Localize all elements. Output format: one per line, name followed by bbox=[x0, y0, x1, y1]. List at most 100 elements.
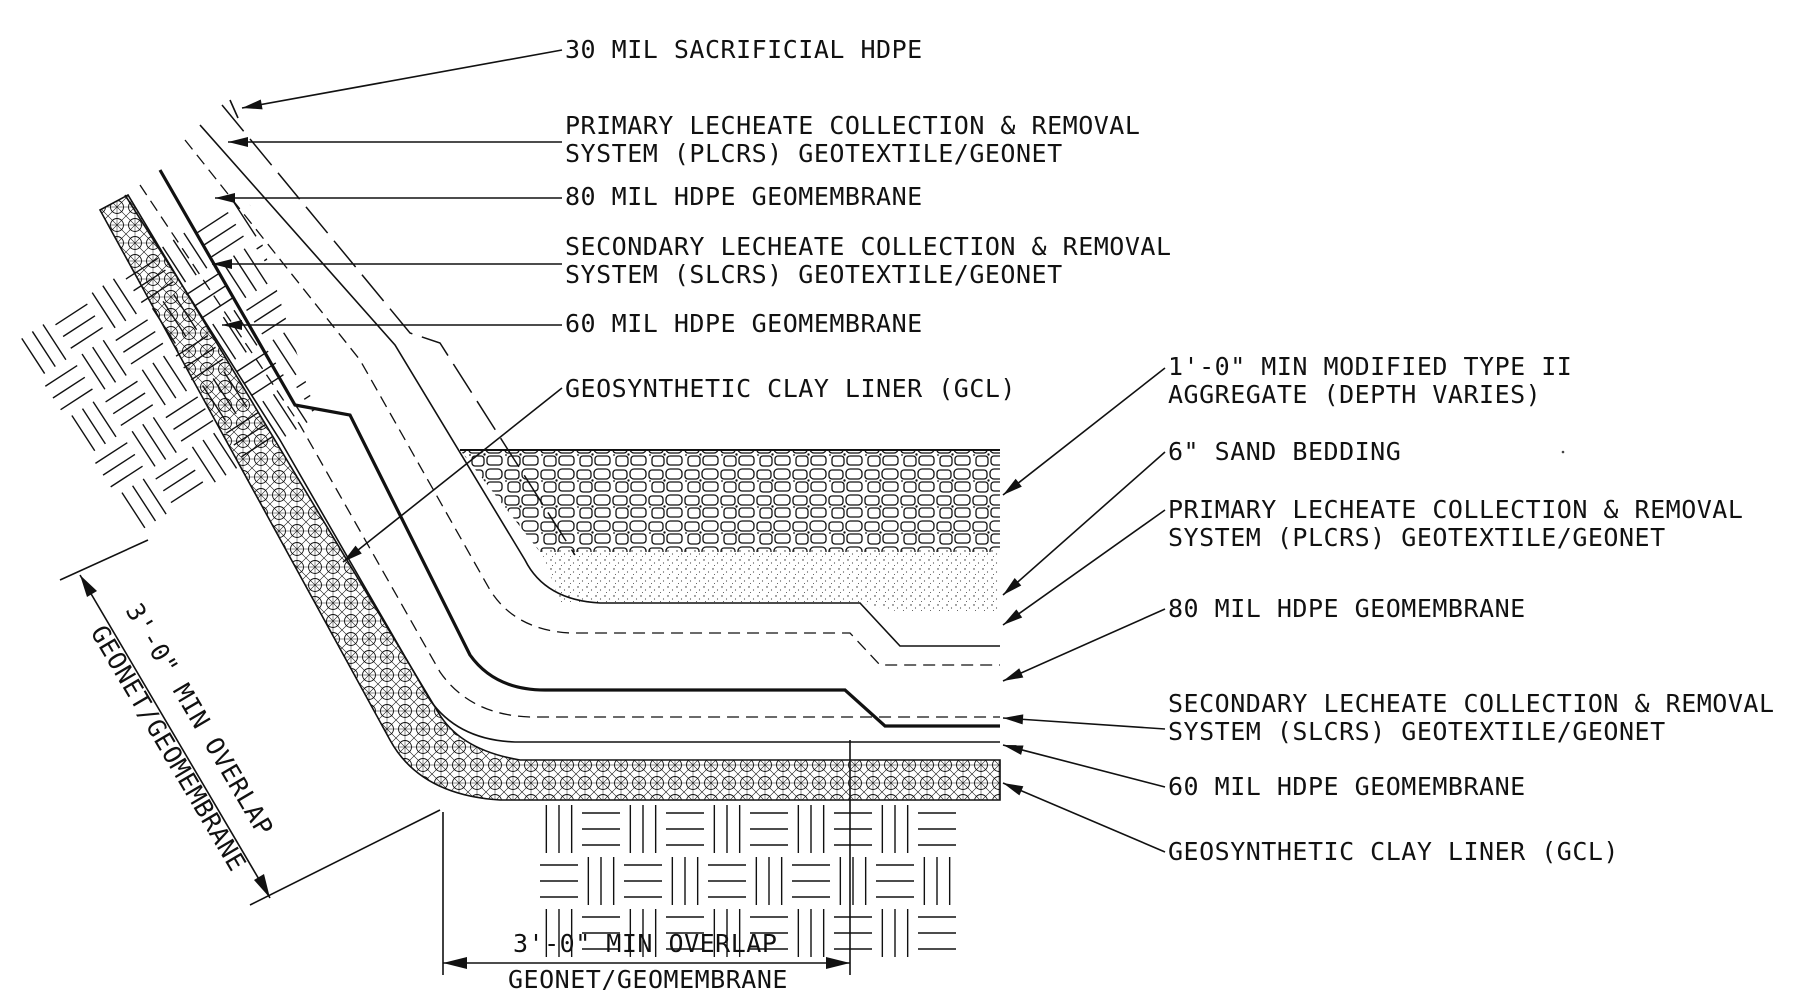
leader-floor-gcl-arrowhead bbox=[1003, 783, 1024, 796]
subgrade-block bbox=[332, 341, 379, 392]
primary-geonet-line bbox=[199, 124, 1000, 647]
gcl-layer bbox=[98, 193, 1001, 801]
leader-floor-80mil-arrowhead bbox=[1003, 668, 1024, 681]
leader-floor-80mil bbox=[1002, 608, 1166, 682]
subgrade-block bbox=[306, 304, 355, 351]
subgrade-block bbox=[292, 202, 339, 253]
subgrade-block bbox=[196, 211, 244, 258]
subgrade-block bbox=[540, 864, 578, 898]
slope-callout-80mil: 80 MIL HDPE GEOMEMBRANE bbox=[565, 182, 923, 211]
subgrade-block bbox=[162, 232, 208, 283]
slope-leaders bbox=[212, 49, 563, 563]
subgrade-block bbox=[881, 909, 909, 957]
subgrade-block bbox=[115, 319, 164, 365]
leader-floor-slcrs-arrowhead bbox=[1003, 714, 1024, 725]
primary-geotextile-dashed-line bbox=[184, 139, 1000, 666]
leader-floor-aggregate-arrowhead bbox=[1003, 478, 1022, 495]
subgrade-block bbox=[755, 857, 783, 905]
secondary-geonet-dashed-line bbox=[139, 184, 1000, 718]
subgrade-block bbox=[876, 864, 914, 898]
subgrade-block bbox=[272, 325, 318, 376]
floor-callout-slcrs: SECONDARY LECHEATE COLLECTION & REMOVAL … bbox=[1168, 689, 1790, 746]
subgrade-block bbox=[582, 812, 620, 846]
subgrade-block bbox=[624, 864, 662, 898]
subgrade-block bbox=[834, 916, 872, 950]
floor-overlap-line2: GEONET/GEOMEMBRANE bbox=[508, 965, 788, 990]
subgrade-block bbox=[582, 916, 620, 950]
slope-callout-labels: 30 MIL SACRIFICIAL HDPE PRIMARY LECHEATE… bbox=[565, 35, 1171, 403]
subgrade-block bbox=[296, 366, 345, 412]
subgrade-block bbox=[713, 805, 741, 853]
leader-slope-gcl bbox=[342, 387, 563, 563]
floor-overlap-line1: 3'-0" MIN OVERLAP bbox=[513, 929, 777, 958]
hdpe-80mil-line bbox=[158, 169, 1000, 728]
subgrade-block bbox=[141, 355, 188, 406]
slope-callout-sacrificial-hdpe: 30 MIL SACRIFICIAL HDPE bbox=[565, 35, 923, 64]
subgrade-block bbox=[185, 273, 234, 319]
subgrade-block bbox=[71, 401, 117, 452]
subgrade-block bbox=[797, 909, 825, 957]
subgrade-block bbox=[131, 417, 177, 467]
subgrade-block bbox=[713, 909, 741, 957]
floor-callout-labels: 1'-0" MIN MODIFIED TYPE II AGGREGATE (DE… bbox=[1168, 352, 1790, 866]
subgrade-block bbox=[212, 309, 258, 360]
leader-floor-sand bbox=[1002, 451, 1166, 596]
subgrade-block bbox=[881, 805, 909, 853]
subgrade-block bbox=[923, 857, 951, 905]
leader-slope-gcl-arrowhead bbox=[343, 545, 362, 562]
slope-callout-gcl: GEOSYNTHETIC CLAY LINER (GCL) bbox=[565, 374, 1016, 403]
slope-callout-plcrs: PRIMARY LECHEATE COLLECTION & REMOVAL SY… bbox=[565, 111, 1156, 168]
subgrade-block bbox=[708, 864, 746, 898]
stray-dot bbox=[1561, 450, 1565, 454]
subgrade-block bbox=[246, 289, 294, 335]
subgrade-block bbox=[666, 916, 704, 950]
sand-bedding-layer bbox=[540, 548, 1000, 612]
floor-callout-gcl: GEOSYNTHETIC CLAY LINER (GCL) bbox=[1168, 837, 1619, 866]
subgrade-block bbox=[671, 857, 699, 905]
subgrade-block bbox=[666, 812, 704, 846]
floor-callout-aggregate: 1'-0" MIN MODIFIED TYPE II AGGREGATE (DE… bbox=[1168, 352, 1588, 409]
subgrade-block bbox=[95, 442, 143, 488]
leader-floor-plcrs-arrowhead bbox=[1003, 609, 1023, 625]
subgrade-block bbox=[105, 380, 154, 427]
subgrade-block bbox=[21, 324, 67, 374]
floor-callout-80mil: 80 MIL HDPE GEOMEMBRANE bbox=[1168, 594, 1526, 623]
subgrade-block bbox=[918, 812, 956, 846]
leader-sacrificial-tick bbox=[229, 99, 239, 119]
leader-sacrificial-hdpe-arrowhead bbox=[242, 99, 263, 110]
leader-floor-slcrs bbox=[1002, 717, 1166, 730]
subgrade-block bbox=[629, 909, 657, 957]
subgrade-block bbox=[282, 264, 328, 314]
leader-sacrificial-hdpe bbox=[241, 49, 563, 109]
subgrade-block bbox=[232, 186, 278, 237]
subgrade-block bbox=[366, 320, 415, 366]
aggregate-layer bbox=[460, 449, 1000, 552]
subgrade-block bbox=[222, 248, 268, 299]
floor-callout-60mil: 60 MIL HDPE GEOMEMBRANE bbox=[1168, 772, 1526, 801]
leader-floor-60mil-arrowhead bbox=[1003, 745, 1024, 755]
floor-leaders bbox=[1002, 367, 1166, 853]
subgrade-block bbox=[587, 857, 615, 905]
subgrade-block bbox=[262, 386, 308, 437]
subgrade-block bbox=[191, 432, 238, 483]
leader-floor-plcrs bbox=[1002, 509, 1166, 626]
leader-floor-gcl bbox=[1002, 782, 1166, 853]
subgrade-block bbox=[750, 916, 788, 950]
leader-slope-slcrs-arrowhead bbox=[212, 259, 232, 269]
subgrade-block bbox=[545, 909, 573, 957]
subgrade-block bbox=[918, 916, 956, 950]
floor-callout-sand: 6" SAND BEDDING bbox=[1168, 437, 1401, 466]
subgrade-block bbox=[750, 812, 788, 846]
subgrade-block bbox=[797, 805, 825, 853]
subgrade-block bbox=[545, 805, 573, 853]
slope-callout-60mil: 60 MIL HDPE GEOMEMBRANE bbox=[565, 309, 923, 338]
liner-lines bbox=[124, 104, 1000, 743]
subgrade-block bbox=[81, 339, 127, 390]
subgrade-block bbox=[44, 364, 93, 411]
leader-floor-aggregate bbox=[1002, 367, 1166, 496]
subgrade-block bbox=[834, 812, 872, 846]
subgrade-block bbox=[839, 857, 867, 905]
subgrade-block bbox=[155, 457, 204, 504]
leader-floor-sand-arrowhead bbox=[1003, 578, 1022, 595]
